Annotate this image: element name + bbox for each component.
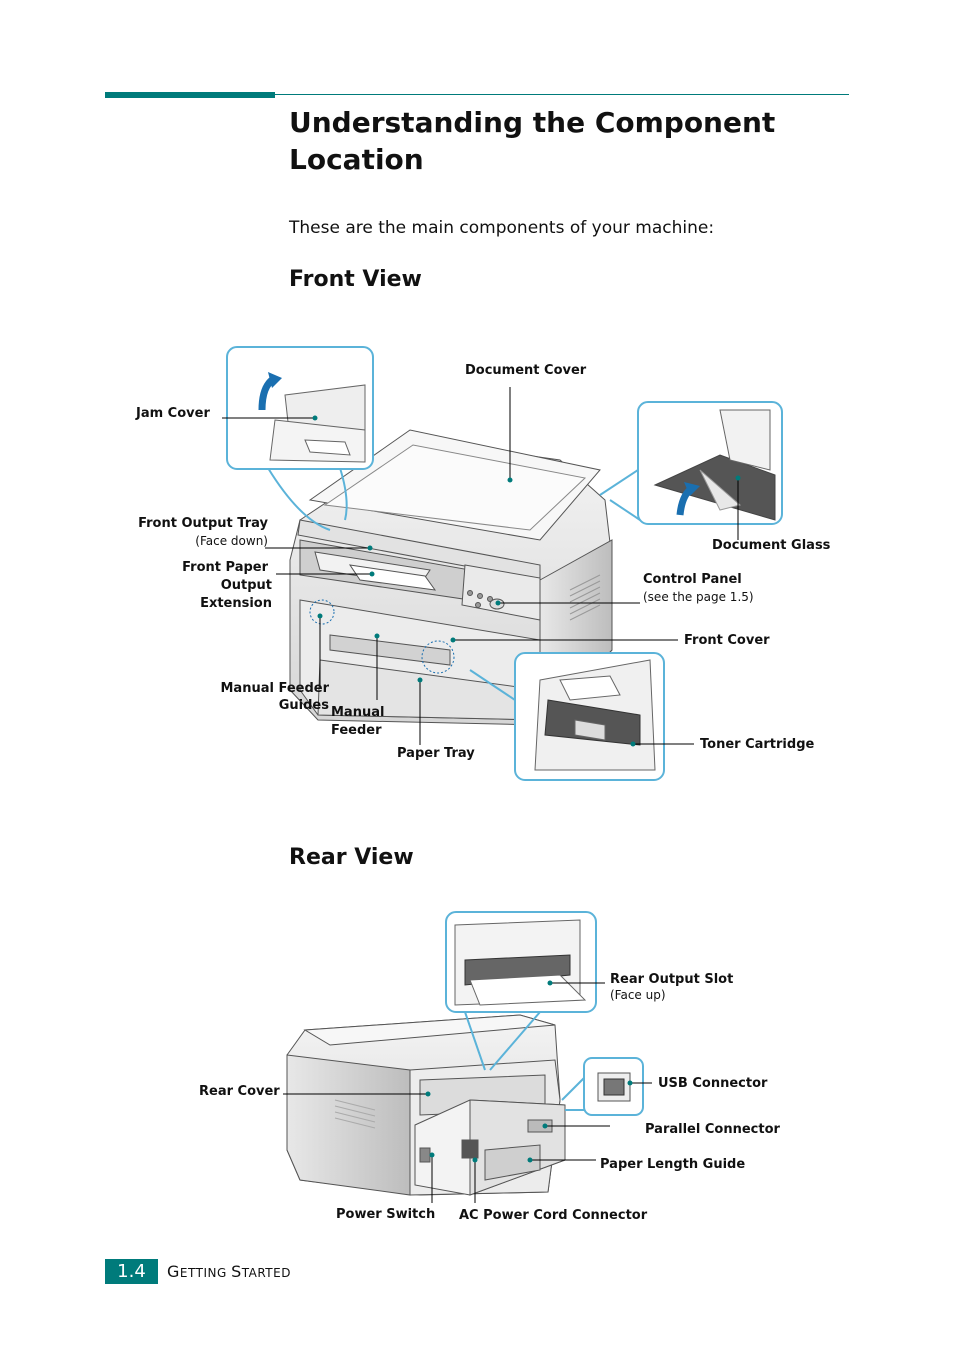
label-paper-tray: Paper Tray — [397, 746, 475, 761]
label-parallel-connector: Parallel Connector — [645, 1122, 780, 1137]
rear-leader-lines — [283, 980, 652, 1203]
label-ac-power-cord-connector: AC Power Cord Connector — [459, 1208, 648, 1223]
label-paper-length-guide: Paper Length Guide — [600, 1157, 746, 1172]
page-number: 1.4 — [105, 1259, 158, 1284]
label-front-paper-output-extension-1: Front Paper — [182, 560, 268, 575]
label-front-paper-output-extension-2: Output — [220, 578, 272, 593]
front-view-heading: Front View — [289, 267, 422, 292]
front-printer-drawing — [289, 429, 613, 727]
label-control-panel-note: (see the page 1.5) — [643, 590, 754, 604]
label-document-cover: Document Cover — [465, 363, 587, 378]
header-rule-line — [275, 94, 849, 95]
label-power-switch: Power Switch — [336, 1207, 436, 1222]
label-rear-output-slot: Rear Output Slot — [610, 972, 734, 987]
rear-view-heading: Rear View — [289, 845, 414, 870]
front-leader-lines — [222, 387, 741, 747]
rear-printer-drawing — [286, 1014, 566, 1196]
label-control-panel: Control Panel — [643, 572, 742, 587]
usb-connector-callout — [561, 1057, 644, 1116]
jam-cover-callout — [226, 346, 374, 531]
page-title: Understanding the Component Location — [289, 106, 776, 176]
label-manual-feeder-guides-2: Guides — [278, 698, 329, 713]
section-name: GETTING STARTED — [167, 1262, 291, 1281]
intro-text: These are the main components of your ma… — [289, 218, 715, 238]
label-front-paper-output-extension-3: Extension — [200, 596, 272, 611]
label-manual-feeder-1: Manual — [331, 705, 385, 720]
label-toner-cartridge: Toner Cartridge — [700, 737, 815, 752]
label-front-cover: Front Cover — [684, 633, 770, 648]
label-front-output-tray: Front Output Tray — [138, 516, 268, 531]
label-manual-feeder-2: Feeder — [331, 723, 382, 738]
document-glass-callout — [599, 401, 783, 525]
label-jam-cover: Jam Cover — [136, 406, 210, 421]
toner-cartridge-callout — [469, 652, 665, 781]
label-front-output-tray-note: (Face down) — [195, 534, 268, 548]
label-document-glass: Document Glass — [712, 538, 831, 553]
label-manual-feeder-guides-1: Manual Feeder — [220, 681, 330, 696]
label-rear-cover: Rear Cover — [199, 1084, 280, 1099]
header-rule-accent — [105, 92, 275, 98]
label-rear-output-slot-note: (Face up) — [610, 988, 666, 1002]
label-usb-connector: USB Connector — [658, 1076, 768, 1091]
